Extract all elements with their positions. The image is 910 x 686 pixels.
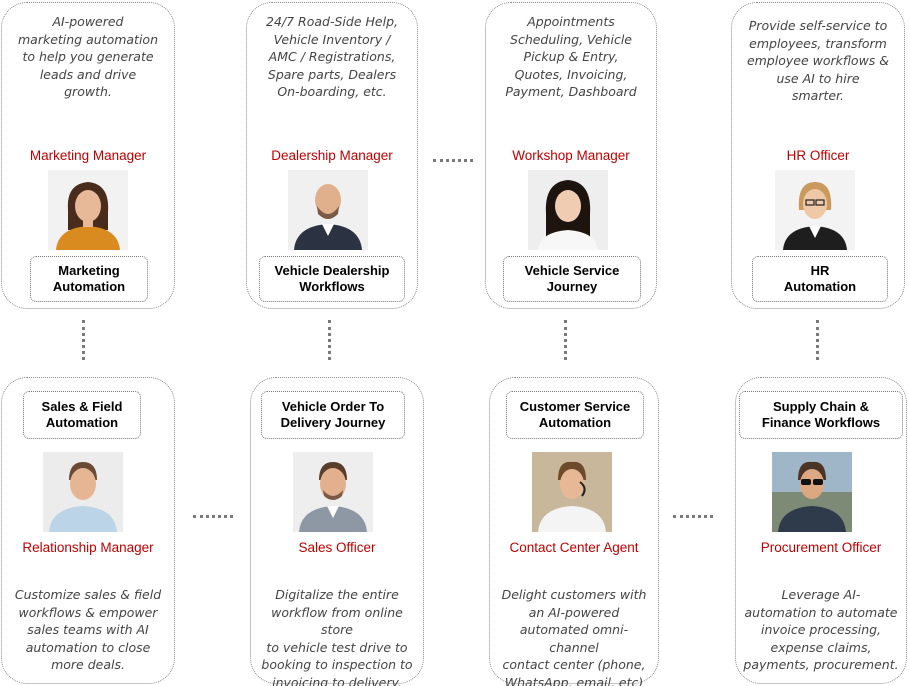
man-portrait-icon — [293, 452, 373, 532]
man-portrait-icon — [772, 452, 852, 532]
card-hr: Provide self-service to employees, trans… — [731, 2, 905, 309]
marketing-automation-button[interactable]: Marketing Automation — [30, 256, 148, 302]
card-description: Delight customers with an AI-powered aut… — [501, 587, 647, 686]
card-workshop: Appointments Scheduling, Vehicle Pickup … — [485, 2, 657, 309]
card-description: Provide self-service to employees, trans… — [746, 18, 890, 103]
card-dealership: 24/7 Road-Side Help, Vehicle Inventory /… — [246, 2, 418, 309]
horizontal-connector — [193, 515, 233, 518]
role-label: Sales Officer — [298, 540, 376, 555]
man-portrait-icon — [532, 452, 612, 532]
role-label: Marketing Manager — [29, 148, 147, 163]
card-vehicle-order: Vehicle Order To Delivery Journey Sales … — [250, 377, 424, 686]
role-label: HR Officer — [786, 148, 850, 163]
man-portrait-icon — [288, 170, 368, 250]
card-description: Digitalize the entire workflow from onli… — [261, 587, 413, 686]
card-supply-chain: Supply Chain & Finance Workflows Procure… — [735, 377, 907, 684]
man-portrait-icon — [43, 452, 123, 532]
sales-field-automation-button[interactable]: Sales & Field Automation — [23, 391, 141, 439]
supply-chain-finance-button[interactable]: Supply Chain & Finance Workflows — [739, 391, 903, 439]
horizontal-connector — [433, 159, 473, 162]
vehicle-order-delivery-button[interactable]: Vehicle Order To Delivery Journey — [261, 391, 405, 439]
role-label: Contact Center Agent — [509, 540, 639, 555]
role-label: Procurement Officer — [760, 540, 882, 555]
woman-portrait-icon — [48, 170, 128, 250]
vehicle-service-button[interactable]: Vehicle Service Journey — [503, 256, 641, 302]
role-label: Relationship Manager — [22, 540, 154, 555]
card-description: 24/7 Road-Side Help, Vehicle Inventory /… — [266, 14, 398, 99]
woman-portrait-icon — [528, 170, 608, 250]
woman-portrait-icon — [775, 170, 855, 250]
card-customer-service: Customer Service Automation Contact Cent… — [489, 377, 659, 686]
vertical-connector — [82, 320, 85, 360]
card-description: Appointments Scheduling, Vehicle Pickup … — [505, 14, 637, 99]
card-description: Customize sales & field workflows & empo… — [14, 587, 162, 672]
vertical-connector — [328, 320, 331, 360]
card-sales-field: Sales & Field Automation Relationship Ma… — [1, 377, 175, 684]
role-label: Workshop Manager — [512, 148, 630, 163]
card-description: AI-powered marketing automation to help … — [17, 14, 159, 99]
role-label: Dealership Manager — [271, 148, 393, 163]
horizontal-connector — [673, 515, 713, 518]
vertical-connector — [564, 320, 567, 360]
vertical-connector — [816, 320, 819, 360]
customer-service-automation-button[interactable]: Customer Service Automation — [506, 391, 644, 439]
card-marketing: AI-powered marketing automation to help … — [1, 2, 175, 309]
hr-automation-button[interactable]: HR Automation — [752, 256, 888, 302]
card-description: Leverage AI- automation to automate invo… — [743, 587, 899, 672]
vehicle-dealership-button[interactable]: Vehicle Dealership Workflows — [259, 256, 405, 302]
